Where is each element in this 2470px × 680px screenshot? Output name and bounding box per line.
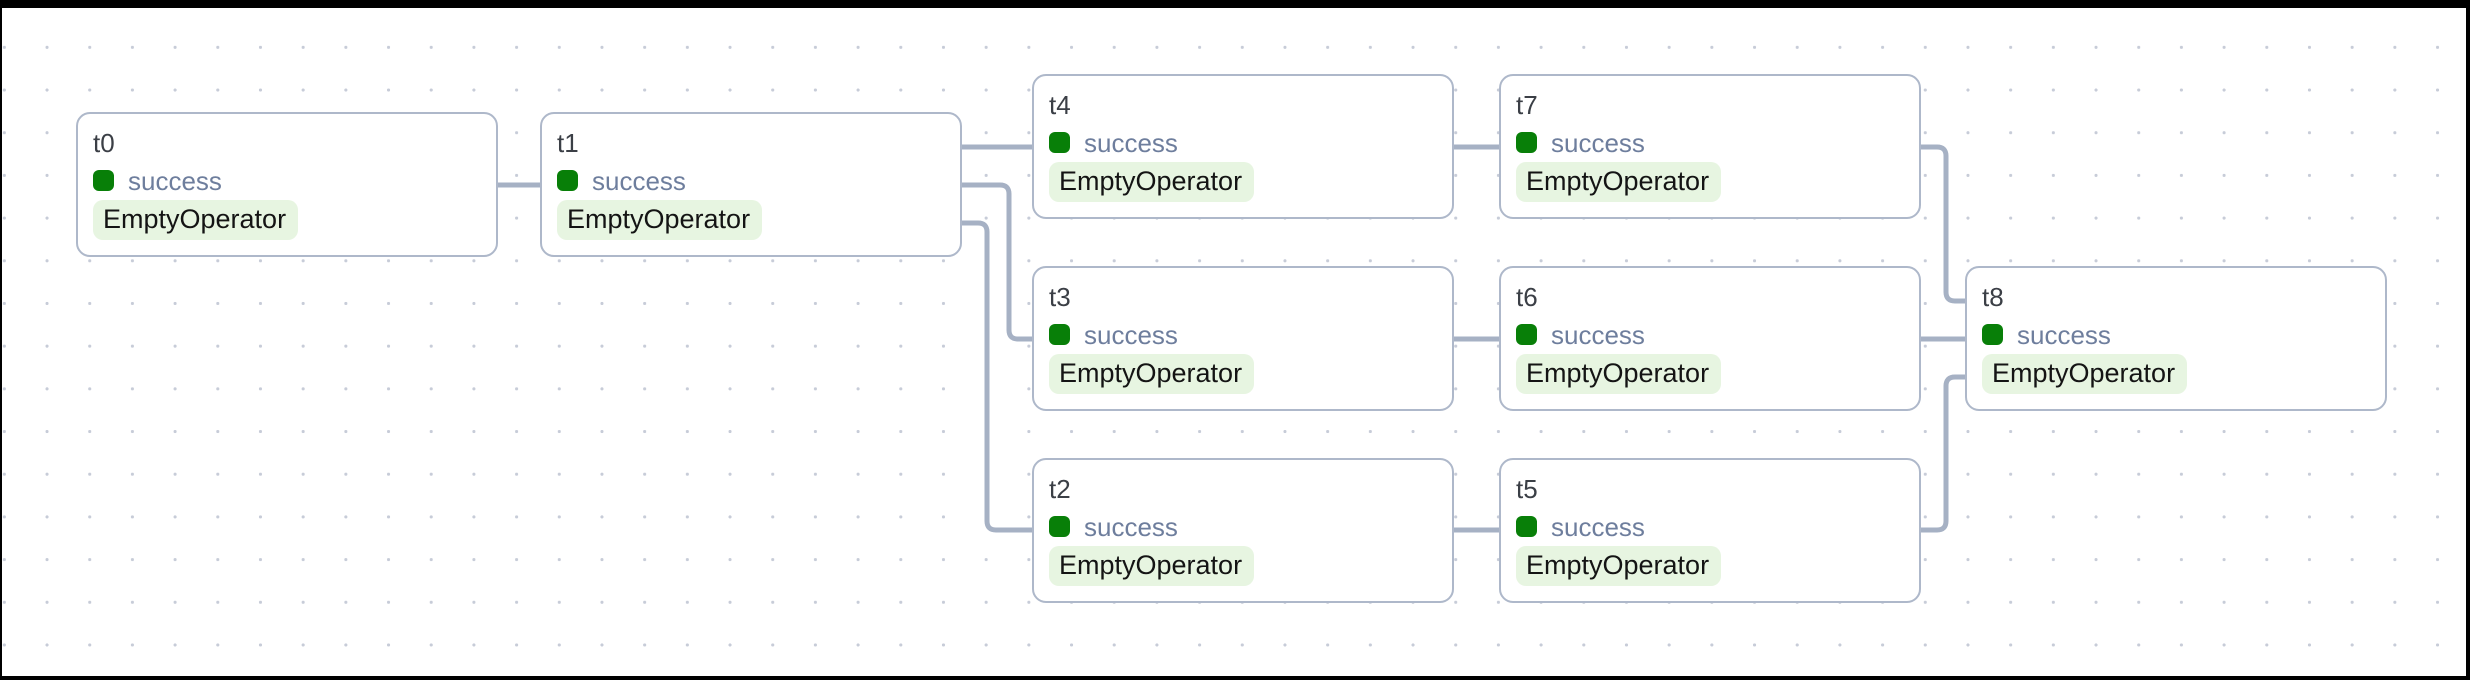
task-id-label: t0 xyxy=(93,128,115,158)
task-id-label: t8 xyxy=(1982,282,2004,312)
success-status-icon xyxy=(1516,132,1537,153)
task-status-row: success xyxy=(1516,514,1645,540)
operator-badge: EmptyOperator xyxy=(1049,161,1255,203)
task-node-t7[interactable]: t7 success EmptyOperator xyxy=(1499,74,1921,219)
operator-badge: EmptyOperator xyxy=(93,199,299,241)
task-id-label: t2 xyxy=(1049,474,1071,504)
task-node-t4[interactable]: t4 success EmptyOperator xyxy=(1032,74,1454,219)
success-status-icon xyxy=(1049,516,1070,537)
operator-badge: EmptyOperator xyxy=(1049,545,1255,587)
task-status-label: success xyxy=(1084,127,1178,158)
task-status-row: success xyxy=(1049,514,1178,540)
success-status-icon xyxy=(1516,324,1537,345)
success-status-icon xyxy=(93,170,114,191)
task-status-label: success xyxy=(1084,319,1178,350)
success-status-icon xyxy=(1982,324,2003,345)
task-status-label: success xyxy=(128,165,222,196)
operator-badge: EmptyOperator xyxy=(1982,353,2188,395)
edge-t1-t2 xyxy=(962,220,1032,533)
task-status-row: success xyxy=(1982,322,2111,348)
operator-badge: EmptyOperator xyxy=(1516,545,1722,587)
task-node-t8[interactable]: t8 success EmptyOperator xyxy=(1965,266,2387,411)
edge-t7-t8 xyxy=(1921,144,1965,304)
success-status-icon xyxy=(1049,324,1070,345)
task-id-label: t3 xyxy=(1049,282,1071,312)
task-status-label: success xyxy=(1551,511,1645,542)
task-status-row: success xyxy=(1516,130,1645,156)
task-id-label: t7 xyxy=(1516,90,1538,120)
task-node-t1[interactable]: t1 success EmptyOperator xyxy=(540,112,962,257)
operator-badge: EmptyOperator xyxy=(1049,353,1255,395)
task-status-row: success xyxy=(1516,322,1645,348)
task-status-label: success xyxy=(1551,127,1645,158)
task-node-t5[interactable]: t5 success EmptyOperator xyxy=(1499,458,1921,603)
operator-badge: EmptyOperator xyxy=(557,199,763,241)
success-status-icon xyxy=(557,170,578,191)
success-status-icon xyxy=(1516,516,1537,537)
task-status-row: success xyxy=(1049,130,1178,156)
task-id-label: t1 xyxy=(557,128,579,158)
success-status-icon xyxy=(1049,132,1070,153)
task-status-label: success xyxy=(1084,511,1178,542)
operator-badge: EmptyOperator xyxy=(1516,161,1722,203)
task-status-label: success xyxy=(1551,319,1645,350)
task-node-t6[interactable]: t6 success EmptyOperator xyxy=(1499,266,1921,411)
task-status-row: success xyxy=(93,168,222,194)
operator-badge: EmptyOperator xyxy=(1516,353,1722,395)
edge-t1-t3 xyxy=(962,182,1032,342)
task-status-row: success xyxy=(1049,322,1178,348)
task-id-label: t6 xyxy=(1516,282,1538,312)
task-node-t2[interactable]: t2 success EmptyOperator xyxy=(1032,458,1454,603)
task-status-label: success xyxy=(592,165,686,196)
task-status-label: success xyxy=(2017,319,2111,350)
task-node-t3[interactable]: t3 success EmptyOperator xyxy=(1032,266,1454,411)
task-node-t0[interactable]: t0 success EmptyOperator xyxy=(76,112,498,257)
task-id-label: t5 xyxy=(1516,474,1538,504)
task-status-row: success xyxy=(557,168,686,194)
edge-t5-t8 xyxy=(1921,374,1965,533)
dag-graph-canvas[interactable]: t0 success EmptyOperator t1 success Empt… xyxy=(2,8,2466,676)
task-id-label: t4 xyxy=(1049,90,1071,120)
